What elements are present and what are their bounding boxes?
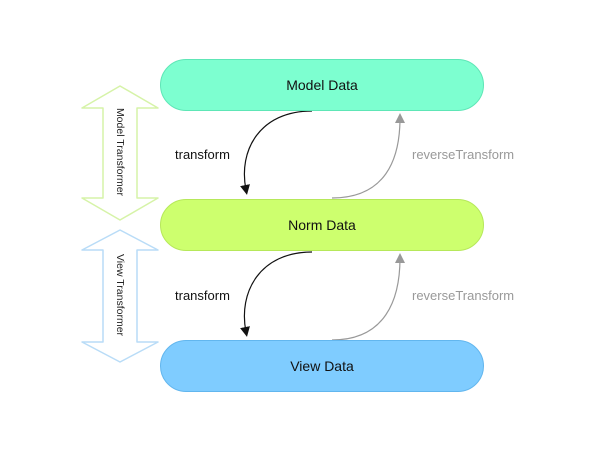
norm-data-label: Norm Data <box>288 217 356 233</box>
model-data-label: Model Data <box>286 77 358 93</box>
model-transformer-double-arrow <box>81 85 159 221</box>
model-transformer-label: Model Transformer <box>114 107 126 197</box>
reverse-transform-arrow-view-to-norm <box>331 253 405 341</box>
norm-data-node: Norm Data <box>160 199 484 251</box>
transform-arrow-model-to-norm <box>240 110 313 195</box>
transform-label-top: transform <box>175 147 230 162</box>
view-transformer-label: View Transformer <box>114 253 126 337</box>
view-data-label: View Data <box>290 358 354 374</box>
model-data-node: Model Data <box>160 59 484 111</box>
transform-label-bottom: transform <box>175 288 230 303</box>
transform-arrow-norm-to-view <box>240 251 313 337</box>
view-data-node: View Data <box>160 340 484 392</box>
view-transformer-double-arrow <box>81 229 159 363</box>
reverse-transform-label-bottom: reverseTransform <box>412 288 515 303</box>
reverse-transform-label-top: reverseTransform <box>412 147 515 162</box>
reverse-transform-arrow-norm-to-model <box>331 113 405 199</box>
